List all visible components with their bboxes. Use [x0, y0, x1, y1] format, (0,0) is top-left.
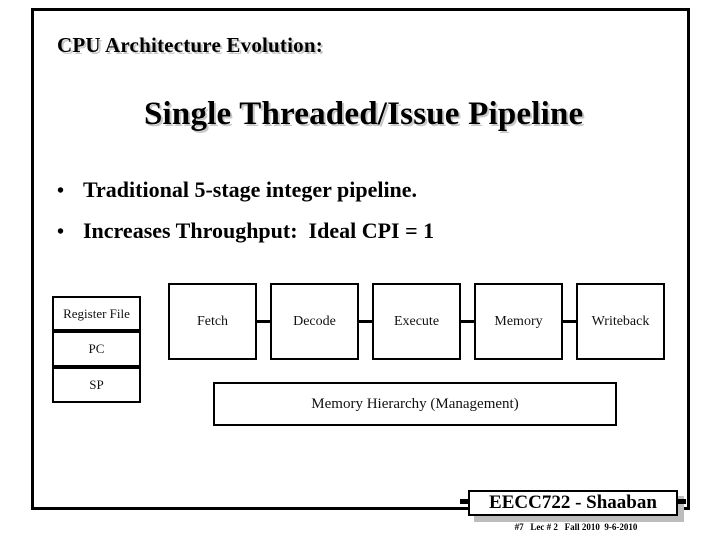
diagram-box-decode[interactable]: Decode [270, 283, 359, 360]
diagram-box-memory[interactable]: Memory [474, 283, 563, 360]
bullet-text: Increases Throughput: Ideal CPI = 1 [83, 218, 435, 243]
connector-memory-writeback [563, 320, 576, 323]
diagram-box-pc[interactable]: PC [52, 331, 141, 367]
diagram-box-memory-hierarchy[interactable]: Memory Hierarchy (Management) [213, 382, 617, 426]
diagram-box-sp[interactable]: SP [52, 367, 141, 403]
badge-nub-left-icon [460, 499, 469, 504]
connector-execute-memory [461, 320, 474, 323]
list-item: • Increases Throughput: Ideal CPI = 1 [57, 211, 617, 252]
connector-fetch-decode [257, 320, 270, 323]
bullet-marker-icon: • [57, 221, 65, 243]
bullet-marker-icon: • [57, 180, 65, 202]
diagram-box-register-file[interactable]: Register File [52, 296, 141, 331]
slide-title: Single Threaded/Issue Pipeline [144, 96, 584, 132]
bullet-text: Traditional 5-stage integer pipeline. [83, 177, 418, 202]
slide-subheading: CPU Architecture Evolution: [57, 33, 323, 57]
course-badge: EECC722 - Shaaban [460, 490, 686, 522]
diagram-box-execute[interactable]: Execute [372, 283, 461, 360]
list-item: • Traditional 5-stage integer pipeline. [57, 170, 617, 211]
diagram-box-fetch[interactable]: Fetch [168, 283, 257, 360]
badge-label: EECC722 - Shaaban [468, 490, 678, 516]
bullet-list: • Traditional 5-stage integer pipeline. … [57, 170, 617, 252]
connector-decode-execute [359, 320, 372, 323]
slide-frame [31, 8, 690, 510]
badge-nub-right-icon [677, 499, 686, 504]
diagram-box-writeback[interactable]: Writeback [576, 283, 665, 360]
footer-meta: #7 Lec # 2 Fall 2010 9-6-2010 [514, 522, 638, 532]
